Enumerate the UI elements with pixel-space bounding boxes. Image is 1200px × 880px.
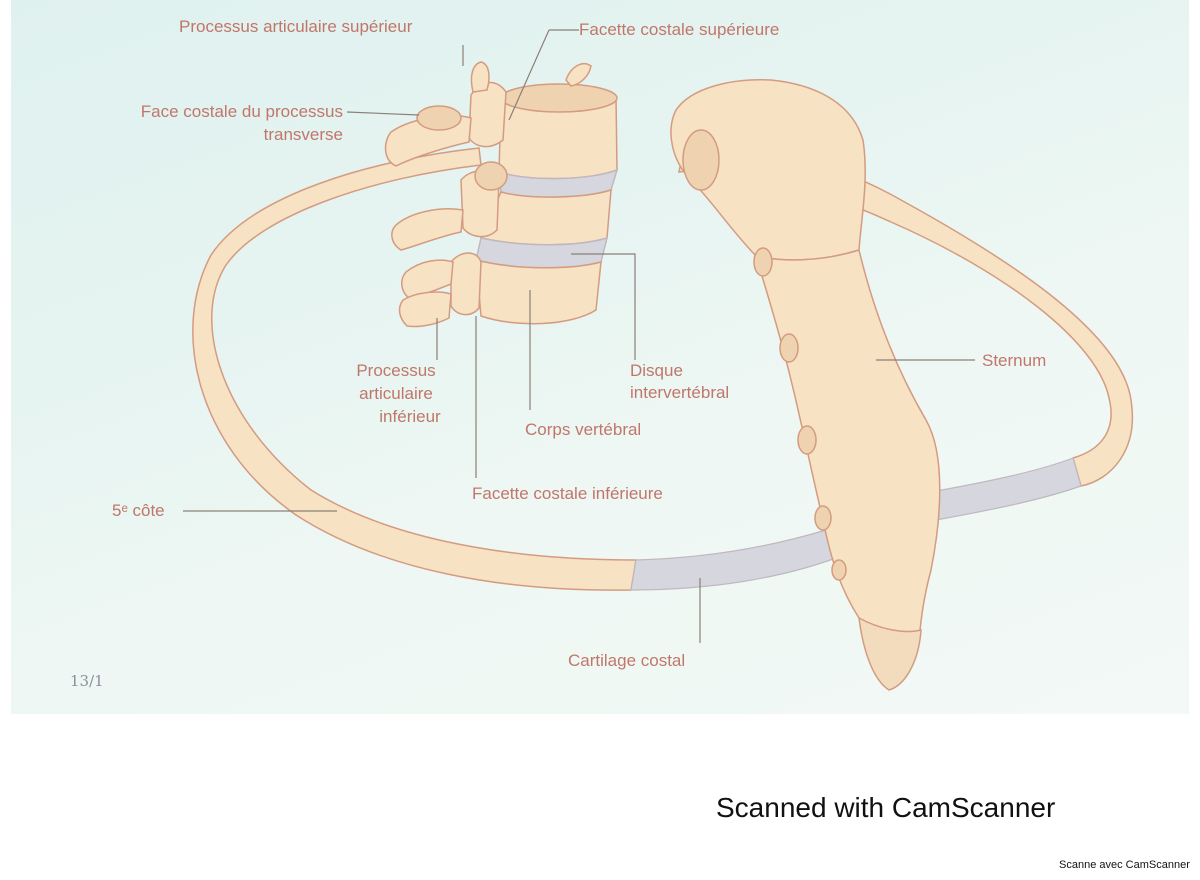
label-face-costale-line1: Face costale du processus	[140, 102, 343, 121]
label-face-costale-line2: transverse	[263, 125, 343, 144]
camscanner-watermark: Scanned with CamScanner	[716, 792, 1056, 823]
vertebral-column	[384, 61, 619, 328]
rib-front-arc	[192, 147, 637, 591]
slide-image: Processus articulaire supérieur Facette …	[11, 0, 1189, 714]
label-disque-line1: Disque	[630, 361, 683, 380]
label-facette-costale-inferieure: Facette costale inférieure	[472, 484, 663, 503]
costal-cartilage-right	[930, 457, 1082, 521]
label-processus-articulaire-inferieur-line1: Processus	[356, 361, 436, 380]
label-processus-articulaire-inferieur-line2: articulaire	[359, 384, 433, 403]
leader-lines	[183, 29, 975, 643]
label-corps-vertebral: Corps vertébral	[525, 420, 642, 439]
label-5e-cote: 5ᵉ côte	[112, 501, 165, 520]
costal-cartilage-bottom	[630, 529, 837, 591]
label-disque-line2: intervertébral	[630, 383, 730, 402]
label-cartilage-costal: Cartilage costal	[568, 651, 686, 670]
label-processus-articulaire-inferieur-line3: inférieur	[379, 407, 441, 426]
anatomy-illustration	[183, 29, 1134, 691]
sternum-bone	[670, 79, 941, 691]
label-sternum: Sternum	[982, 351, 1047, 370]
slide-page-number: 13/1	[70, 672, 104, 690]
camscanner-watermark-fr: Scanne avec CamScanner	[1059, 859, 1190, 871]
label-processus-articulaire-superieur: Processus articulaire supérieur	[179, 17, 413, 36]
label-facette-costale-superieure: Facette costale supérieure	[579, 20, 780, 39]
